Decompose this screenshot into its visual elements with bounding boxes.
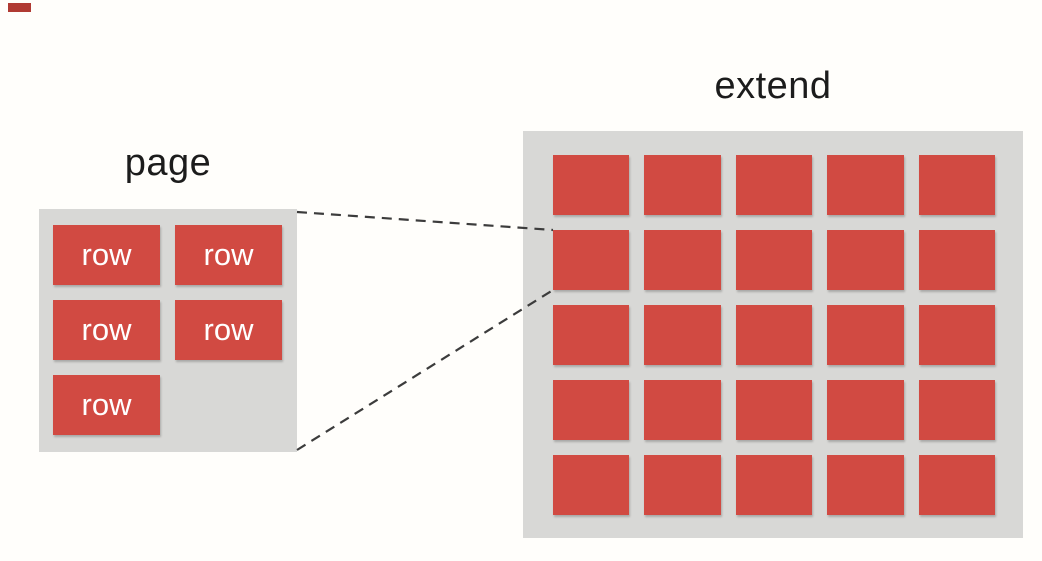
extend-grid-cell bbox=[644, 380, 721, 440]
extend-grid-cell bbox=[918, 305, 995, 365]
extend-grid-cell bbox=[918, 380, 995, 440]
extend-grid-cell bbox=[735, 155, 813, 215]
page-title: page bbox=[124, 142, 212, 184]
row-label: row bbox=[203, 236, 254, 272]
extend-grid-cell bbox=[918, 155, 995, 215]
extend-grid-cell bbox=[735, 380, 813, 440]
connector-line-top bbox=[296, 210, 554, 232]
page-row-box: row bbox=[53, 300, 160, 360]
row-label: row bbox=[203, 311, 254, 347]
row-label: row bbox=[81, 311, 132, 347]
extend-panel bbox=[523, 131, 1023, 538]
extend-grid-cell bbox=[553, 155, 630, 215]
row-label: row bbox=[81, 236, 132, 272]
extend-grid-cell bbox=[918, 230, 995, 290]
extend-grid-cell bbox=[827, 155, 904, 215]
extend-grid-cell bbox=[918, 455, 995, 515]
connector-line-bottom bbox=[296, 289, 554, 451]
page-row-box: row bbox=[175, 300, 282, 360]
extend-grid-cell bbox=[735, 455, 813, 515]
page-row-box: row bbox=[175, 225, 282, 285]
extend-grid-cell bbox=[553, 380, 630, 440]
extend-grid-cell bbox=[827, 455, 904, 515]
corner-red-marker bbox=[8, 3, 31, 12]
page-row-box: row bbox=[53, 375, 160, 435]
extend-grid-cell bbox=[644, 455, 721, 515]
extend-grid-cell bbox=[827, 305, 904, 365]
extend-grid-cell bbox=[827, 380, 904, 440]
page-row-box: row bbox=[53, 225, 160, 285]
row-label: row bbox=[81, 386, 132, 422]
extend-grid-cell bbox=[827, 230, 904, 290]
extend-grid-cell bbox=[644, 305, 721, 365]
extend-grid-cell bbox=[644, 155, 721, 215]
extend-grid-cell bbox=[735, 305, 813, 365]
page-panel: row row row row row bbox=[39, 209, 297, 452]
extend-grid-cell bbox=[735, 230, 813, 290]
extend-grid-cell bbox=[553, 305, 630, 365]
extend-title: extend bbox=[714, 65, 832, 107]
extend-grid-cell bbox=[553, 230, 630, 290]
extend-grid-cell bbox=[553, 455, 630, 515]
extend-grid-cell bbox=[644, 230, 721, 290]
